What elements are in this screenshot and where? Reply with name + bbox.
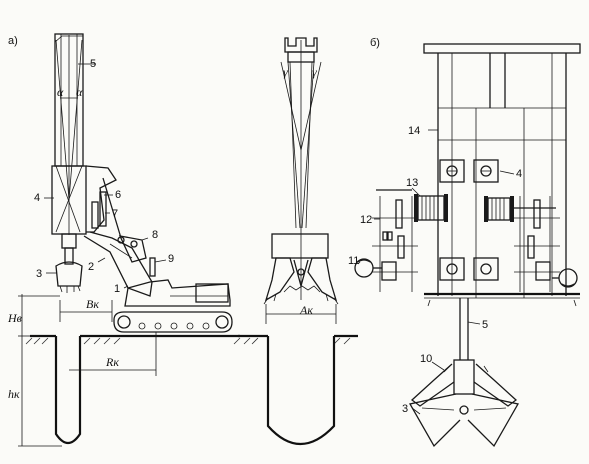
hv-label: Hв [7,311,22,325]
motor-left [354,258,382,278]
leader-9 [154,259,167,263]
callout-2: 2 [88,261,94,273]
frame-b [439,159,499,281]
callout-5b: 5 [482,319,488,331]
carriage-frame-a [51,165,117,235]
callout-1: 1 [114,283,120,295]
base-plate-b [424,292,580,307]
mast-b [423,43,581,298]
grab-b [408,359,520,448]
leader-5b [467,321,481,325]
callout-4b: 4 [516,168,522,180]
callout-9: 9 [168,253,174,265]
callout-11: 11 [348,255,359,267]
gear-train-left [372,189,418,292]
cylinder-9 [149,257,156,277]
panel-b-label: б) [370,37,380,49]
callout-10: 10 [420,353,432,365]
ground-a [25,334,240,445]
panel-a-label: а) [8,35,18,47]
grab-bucket-a [55,233,83,293]
leader-1 [123,285,129,289]
hk-label: hк [8,387,20,401]
alpha-angle-lines [55,35,83,235]
drum-right [484,196,514,222]
callout-14: 14 [408,125,420,137]
gamma-right-label: γ [312,65,317,79]
bk-label: Bк [86,297,99,311]
front-view-grab [263,233,339,305]
dims-a [18,294,157,447]
leader-13 [411,187,421,197]
leader-10 [431,361,445,371]
gamma-left-label: γ [283,65,288,79]
base-machine [113,279,233,333]
alpha-left-label: α [57,85,64,99]
motor-right [552,268,578,288]
callout-12: 12 [360,214,372,226]
leader-8 [141,237,149,241]
front-view-mast [280,37,322,300]
rk-label: Rк [105,355,119,369]
rope-b [459,298,469,360]
alpha-right-label: α [76,85,83,99]
callout-13: 13 [406,177,418,189]
ak-label: Aк [299,303,313,317]
leader-3b [411,407,421,415]
callout-5: 5 [90,58,96,70]
gear-train-right [514,196,560,292]
callout-3b: 3 [402,403,408,415]
ground-middle [233,334,358,446]
callout-8: 8 [152,229,158,241]
callout-3: 3 [36,268,42,280]
leader-11 [357,261,361,265]
callout-7: 7 [112,208,118,220]
drum-left [414,194,448,222]
boom-a [83,231,153,297]
callout-6: 6 [115,189,121,201]
callout-4: 4 [34,192,40,204]
leader-4b [499,170,515,175]
leader-2 [97,257,106,263]
dims-middle [265,304,337,324]
